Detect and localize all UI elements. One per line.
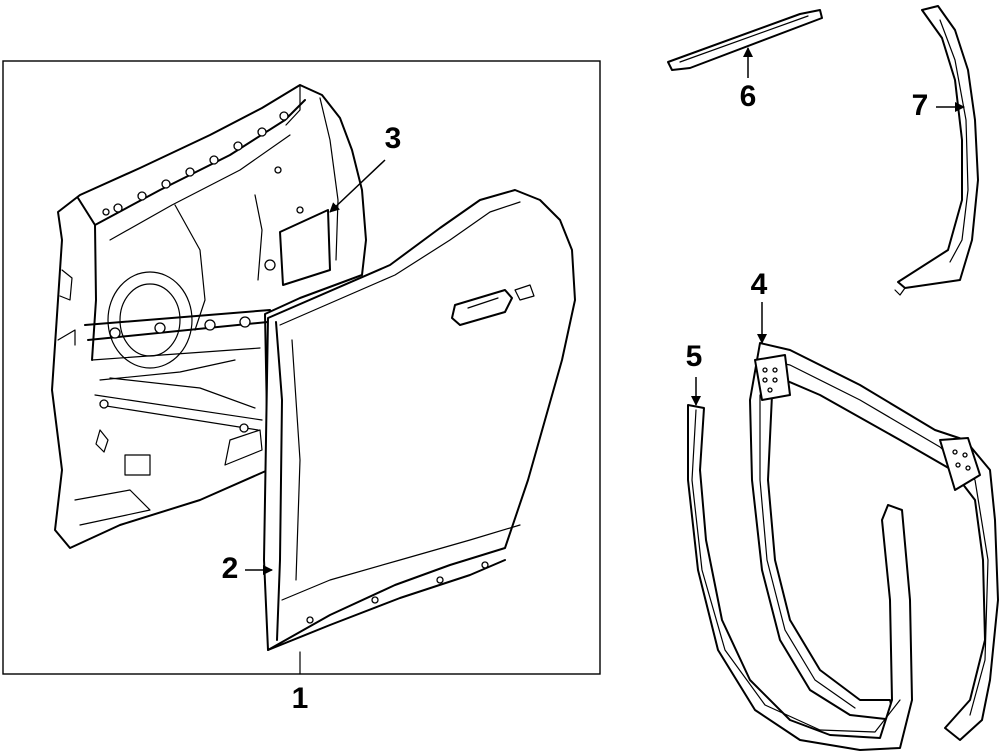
trim-strip bbox=[667, 9, 823, 71]
callout-5: 5 bbox=[686, 340, 703, 373]
leader-3 bbox=[329, 159, 386, 213]
door-outer-shell bbox=[263, 189, 576, 651]
trim-panel bbox=[279, 209, 331, 286]
callout-6: 6 bbox=[740, 80, 757, 113]
callout-2: 2 bbox=[222, 552, 239, 585]
body-weatherstrip bbox=[687, 404, 913, 751]
callout-4: 4 bbox=[751, 268, 768, 301]
leader-lines bbox=[245, 47, 965, 675]
assembly-frame bbox=[2, 60, 601, 675]
frame-holes bbox=[102, 111, 304, 271]
callout-3: 3 bbox=[385, 122, 402, 155]
callout-1: 1 bbox=[292, 682, 309, 715]
vertical-weatherstrip bbox=[894, 5, 979, 296]
callout-7: 7 bbox=[912, 89, 929, 122]
door-weatherstrip bbox=[749, 342, 999, 741]
door-inner-frame bbox=[51, 84, 367, 549]
